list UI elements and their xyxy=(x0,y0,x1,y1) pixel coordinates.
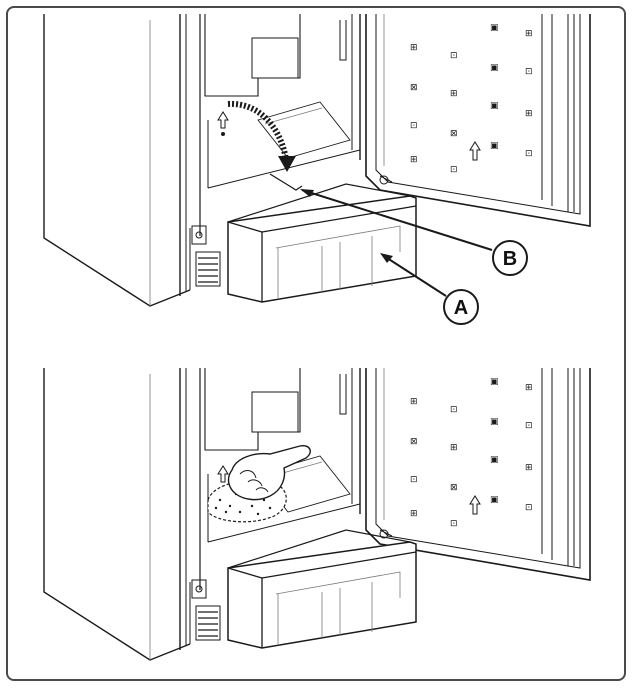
crisper-drawer-bottom xyxy=(227,529,417,649)
bottom-panel xyxy=(43,367,591,661)
top-panel: B A xyxy=(43,13,591,325)
leader-line-b xyxy=(301,189,493,251)
leader-line-a xyxy=(383,255,447,297)
callout-b: B xyxy=(492,240,528,276)
arrow-head-icon xyxy=(278,156,296,172)
crisper-drawer xyxy=(227,183,417,303)
callout-a-label: A xyxy=(454,297,468,319)
hand-icon xyxy=(227,444,311,501)
callout-b-label: B xyxy=(503,248,517,270)
callout-a: A xyxy=(443,289,479,325)
curved-arrow-icon xyxy=(227,100,289,161)
